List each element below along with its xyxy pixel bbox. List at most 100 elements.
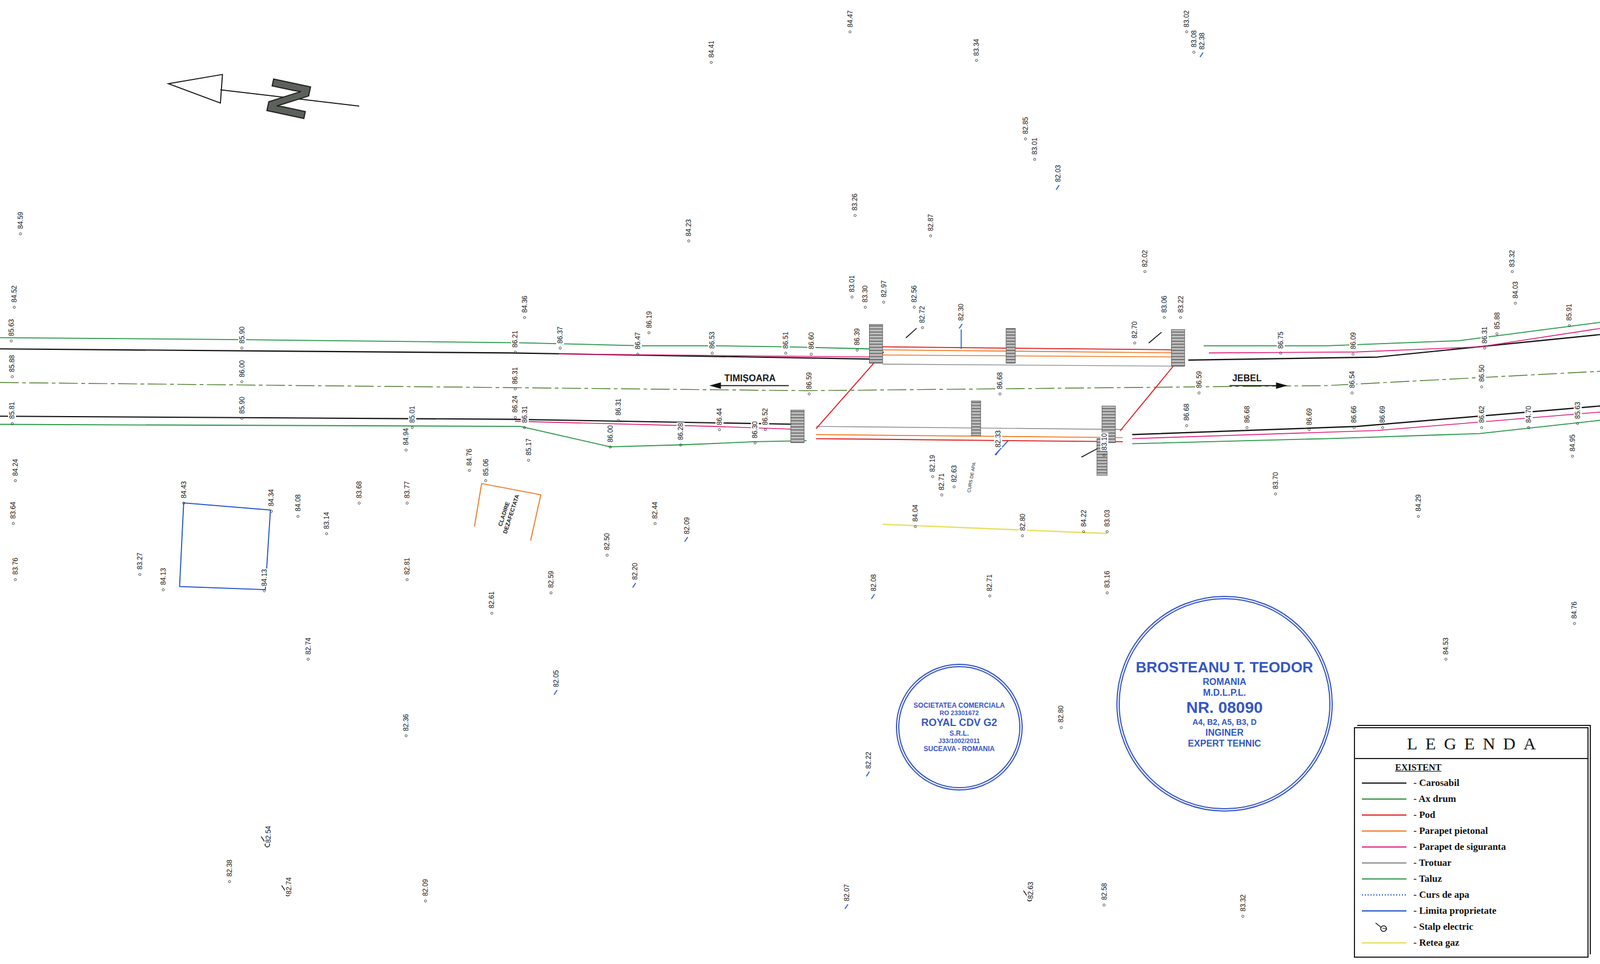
point-dot (228, 881, 231, 884)
point-dot (1444, 658, 1447, 661)
survey-point (1185, 424, 1188, 428)
legend-row: - Retea gaz (1355, 935, 1588, 952)
point-dot (1185, 30, 1188, 34)
pier (1006, 328, 1016, 364)
spot-elevation: 86.31 (614, 398, 623, 417)
legend-label: - Retea gaz (1413, 937, 1459, 950)
point-dot (405, 579, 409, 582)
abutment (790, 409, 804, 443)
survey-point (995, 450, 999, 456)
point-dot (358, 502, 361, 505)
point-dot (648, 331, 651, 335)
spot-elevation: 86.09 (1349, 331, 1358, 351)
spot-elevation: 83.27 (135, 552, 144, 571)
spot-elevation: 82.07 (842, 883, 851, 903)
point-dot (296, 515, 300, 518)
spot-elevation: 83.70 (1271, 471, 1280, 490)
spot-elevation: 82.19 (928, 454, 937, 473)
survey-point (807, 392, 811, 396)
seal-text: SOCIETATEA COMERCIALA (913, 701, 1005, 710)
north-letter: N (258, 73, 320, 124)
point-dot (1351, 392, 1354, 395)
survey-point (513, 351, 517, 354)
survey-point (940, 493, 943, 497)
spot-elevation: 82.74 (304, 637, 313, 656)
point-dot (411, 426, 414, 429)
survey-point (1163, 316, 1166, 319)
spot-elevation: 83.30 (861, 284, 870, 304)
bank-line (1148, 332, 1161, 344)
point-dot (523, 426, 526, 429)
spot-elevation: 84.13 (260, 568, 269, 588)
spot-elevation: 82.63 (1026, 881, 1035, 900)
direction-arrow (1229, 385, 1281, 387)
point-dot (753, 441, 757, 445)
spot-elevation: 82.97 (879, 279, 888, 299)
survey-point (490, 612, 493, 615)
survey-point (549, 592, 553, 595)
point-dot (784, 352, 787, 355)
survey-point (1274, 492, 1277, 496)
spot-elevation: 83.32 (1239, 894, 1248, 913)
spot-elevation: 83.26 (850, 193, 859, 212)
point-dot (468, 469, 471, 472)
survey-point (998, 392, 1001, 396)
point-dot (1568, 324, 1571, 328)
spot-elevation: 82.50 (602, 532, 611, 552)
survey-point (609, 445, 612, 449)
seal-text: ROYAL CDV G2 (921, 717, 998, 730)
survey-point (404, 449, 408, 452)
spot-elevation: 86.52 (761, 407, 770, 426)
point-dot (940, 493, 943, 497)
survey-point (1192, 51, 1196, 54)
slope-line (1204, 322, 1600, 347)
survey-point (931, 475, 934, 478)
spot-elevation: 82.02 (1140, 249, 1149, 268)
spot-elevation: 82.22 (864, 751, 873, 770)
point-dot (11, 522, 15, 525)
survey-point (523, 316, 526, 319)
water-point (1056, 185, 1060, 190)
spot-elevation: 84.03 (1511, 280, 1520, 300)
spot-elevation: 82.74 (284, 877, 293, 896)
survey-point (1480, 426, 1483, 429)
spot-elevation: 84.76 (1570, 601, 1579, 620)
point-dot (13, 306, 16, 309)
spot-elevation: 83.68 (355, 480, 364, 500)
spot-elevation: 84.47 (846, 9, 855, 28)
legend-label: - Limita proprietate (1413, 905, 1497, 918)
seal-text: NR. 08090 (1186, 698, 1263, 718)
survey-point (553, 690, 557, 695)
survey-point (484, 479, 488, 482)
spot-elevation: 82.80 (1056, 705, 1065, 724)
survey-point (710, 61, 713, 64)
survey-point (1496, 332, 1499, 336)
point-dot (10, 339, 13, 343)
bank-line (906, 328, 917, 339)
survey-point (10, 375, 14, 379)
point-dot (424, 900, 427, 903)
spot-elevation: 86.68 (1243, 405, 1252, 424)
point-dot (182, 502, 186, 505)
point-dot (1185, 424, 1188, 428)
survey-point (718, 428, 721, 432)
spot-elevation: 86.31 (511, 366, 520, 385)
spot-elevation: 83.02 (1182, 9, 1191, 28)
spot-elevation: 84.41 (707, 39, 716, 59)
spot-elevation: 86.00 (238, 359, 247, 379)
carriageway-edge (1188, 334, 1600, 361)
spot-elevation: 82.70 (1130, 320, 1139, 340)
spot-elevation: 82.80 (1018, 513, 1027, 532)
point-dot (405, 502, 409, 505)
point-dot (263, 589, 266, 593)
point-dot (1192, 51, 1196, 54)
legend-line (1361, 942, 1407, 945)
point-dot (1352, 353, 1355, 356)
legend-line (1361, 782, 1407, 785)
survey-point (849, 30, 852, 34)
survey-point (810, 353, 813, 356)
spot-elevation: 83.14 (322, 511, 331, 530)
bank-line (1081, 448, 1097, 457)
spot-elevation: 82.44 (650, 501, 659, 520)
spot-elevation: 83.16 (1103, 570, 1112, 589)
